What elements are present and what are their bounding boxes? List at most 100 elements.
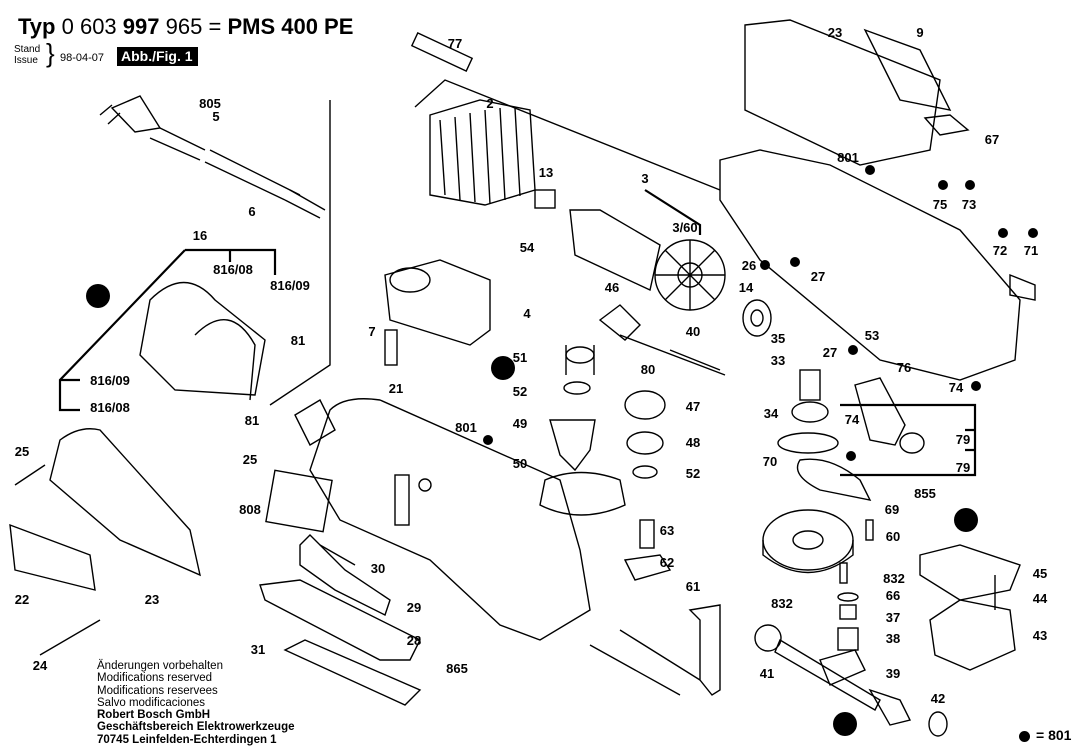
part-label-6: 6 [248,204,255,219]
part-label-76: 76 [897,360,911,375]
part-label-74: 74 [845,412,860,427]
part-label-7: 7 [368,324,375,339]
callout-b-bottom [833,712,857,736]
part-label-67: 67 [985,132,999,147]
company-name: Robert Bosch GmbH [97,709,211,722]
part-label-816-09: 816/09 [90,373,130,388]
part-label-28: 28 [407,633,421,648]
dot-801 [1028,228,1038,238]
part-label-52: 52 [686,466,700,481]
part-label-46: 46 [605,280,619,295]
callout-a-left [86,284,110,308]
part-label-69: 69 [885,502,899,517]
part-label-66: 66 [886,588,900,603]
typ-label: Typ [18,14,56,39]
part-label-26: 26 [742,258,756,273]
part-label-77: 77 [448,36,462,51]
part-label-22: 22 [15,592,29,607]
part-label-43: 43 [1033,628,1047,643]
part-label-44: 44 [1033,591,1048,606]
legend-text: = 801 [1036,727,1072,743]
part-label-61: 61 [686,579,700,594]
part-label-35: 35 [771,331,785,346]
part-label-27: 27 [823,345,837,360]
callout-a-right-label: A [498,361,508,376]
stator-drawing [410,32,536,206]
note-line: Salvo modificaciones [97,696,206,709]
part-label-3-60: 3/60 [672,220,697,235]
document-title: Typ 0 603 997 965 = PMS 400 PE [18,14,353,40]
part-label-48: 48 [686,435,700,450]
part-label-31: 31 [251,642,265,657]
part-label-25: 25 [15,444,29,459]
stand-issue-label: Stand Issue [14,44,40,66]
note-line: Modifications reservees [97,684,218,697]
part-label-816-08: 816/08 [213,262,253,277]
dot-801 [865,165,875,175]
callout-b-top [954,508,978,532]
part-label-865: 865 [446,661,468,676]
part-label-42: 42 [931,691,945,706]
gear-parts-drawing [539,304,726,581]
part-label-808: 808 [239,502,261,517]
dot-801 [848,345,858,355]
motor-housing-drawing [265,398,591,641]
part-label-13: 13 [539,165,553,180]
bracket-lines [58,189,977,477]
part-number-suffix: 965 = [165,14,222,39]
part-label-53: 53 [865,328,879,343]
part-label-2: 2 [486,96,493,111]
part-label-816-08: 816/08 [90,400,130,415]
issue-date: 98-04-07 [60,52,105,64]
company-address: 70745 Leinfelden-Echterdingen 1 [97,733,277,746]
part-label-50: 50 [513,456,527,471]
part-label-71: 71 [1024,243,1038,258]
gear-housing-drawing [719,19,1036,381]
part-label-41: 41 [760,666,774,681]
part-label-34: 34 [764,406,779,421]
part-number-prefix: 0 603 [61,14,117,39]
part-label-63: 63 [660,523,674,538]
part-label-801: 801 [837,150,859,165]
armature-drawing [534,189,772,337]
issue-label: Issue [14,55,38,66]
part-label-60: 60 [886,529,900,544]
part-label-25: 25 [243,452,257,467]
part-label-21: 21 [389,381,403,396]
dot-801 [998,228,1008,238]
dot-801 [971,381,981,391]
part-label-72: 72 [993,243,1007,258]
callout-markers: A A B B [86,284,978,736]
part-label-5: 5 [212,109,219,124]
part-label-81: 81 [245,413,259,428]
part-label-51: 51 [513,350,527,365]
part-label-832: 832 [771,596,793,611]
part-label-37: 37 [886,610,900,625]
part-label-23: 23 [828,25,842,40]
part-label-79: 79 [956,460,970,475]
dot-801 [846,451,856,461]
part-label-832: 832 [883,571,905,586]
guide-rod-drawing [589,604,721,696]
part-label-9: 9 [916,25,923,40]
part-label-816-09: 816/09 [270,278,310,293]
part-label-30: 30 [371,561,385,576]
part-label-24: 24 [33,658,48,673]
part-label-45: 45 [1033,566,1047,581]
leader-line [414,79,721,191]
brace-icon: } [46,38,55,68]
dot-801 [938,180,948,190]
notes-block: Änderungen vorbehalten Modifications res… [97,660,295,746]
dot-801 [790,257,800,267]
figure-label: Abb./Fig. 1 [117,47,198,66]
part-number-middle: 997 [122,14,160,39]
part-label-39: 39 [886,666,900,681]
part-label-4: 4 [523,306,531,321]
part-label-40: 40 [686,324,700,339]
note-line: Modifications reserved [97,672,213,685]
model-name: PMS 400 PE [227,14,354,39]
dot-801 [483,435,493,445]
part-label-855: 855 [914,486,936,501]
note-line: Änderungen vorbehalten [97,660,223,672]
part-label-27: 27 [811,269,825,284]
